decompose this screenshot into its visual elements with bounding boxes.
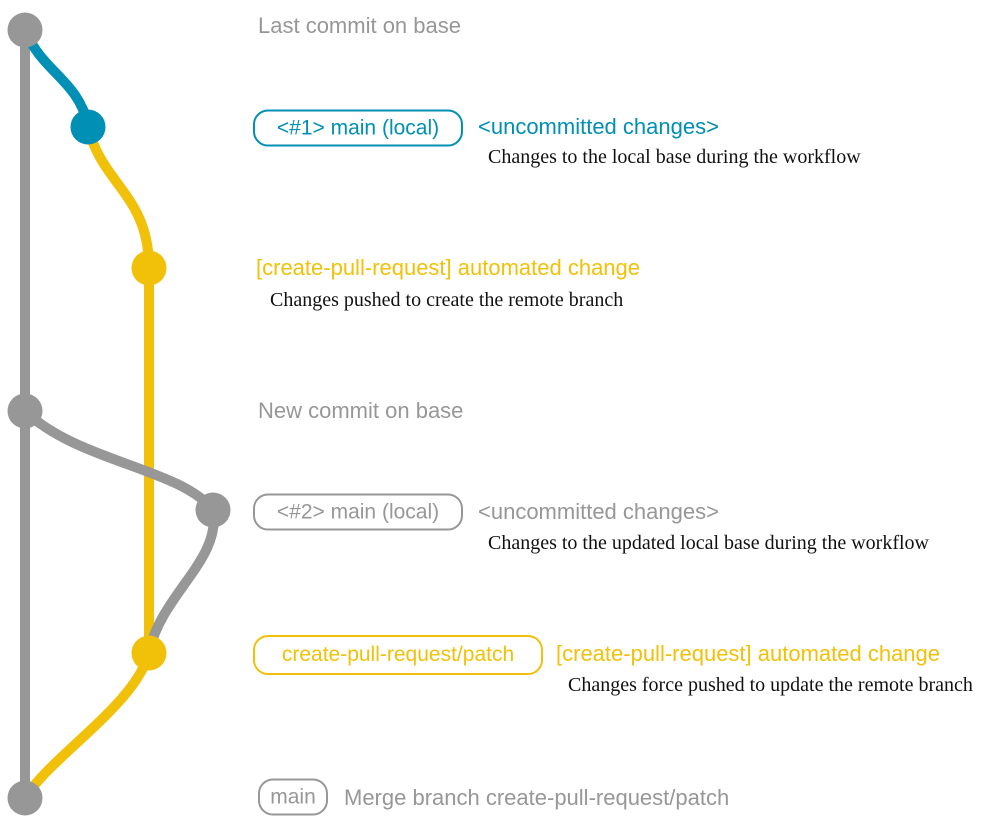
commit-dot-merge xyxy=(7,780,43,816)
branch-tag-main-local-1-label: <#1> main (local) xyxy=(276,116,440,139)
branch-tag-create-pull-request-patch-label: create-pull-request/patch xyxy=(281,643,515,666)
branch-tag-main-label: main xyxy=(270,785,316,808)
commit-dot-automated-change xyxy=(131,250,167,286)
annotation-automated-change-force-push: Changes force pushed to update the remot… xyxy=(568,674,973,696)
patch-branch-curve-1 xyxy=(83,122,154,273)
commit-message-automated-change: [create-pull-request] automated change xyxy=(256,254,641,280)
commit-dot-new-commit-on-base xyxy=(7,393,43,429)
rebase-curve-2 xyxy=(144,505,219,658)
rebase-curve-1 xyxy=(20,406,218,515)
commit-dot-main-local-1 xyxy=(70,109,106,145)
branch-tag-create-pull-request-patch: create-pull-request/patch xyxy=(253,635,543,675)
branch-tag-main-local-2-label: <#2> main (local) xyxy=(276,500,440,523)
commit-dot-automated-change-force-push xyxy=(131,635,167,671)
branch-tag-main-local-1: <#1> main (local) xyxy=(253,109,463,147)
branch-tag-main: main xyxy=(258,778,328,816)
commit-dot-main-local-2 xyxy=(195,492,231,528)
commit-message-main-local-1: <uncommitted changes> xyxy=(478,113,719,139)
annotation-main-local-1: Changes to the local base during the wor… xyxy=(488,146,861,168)
commit-dot-last-commit-on-base xyxy=(7,12,43,48)
commit-message-merge: Merge branch create-pull-request/patch xyxy=(344,784,730,810)
annotation-main-local-2: Changes to the updated local base during… xyxy=(488,532,929,554)
annotation-automated-change: Changes pushed to create the remote bran… xyxy=(270,289,624,311)
commit-message-automated-change-force-push: [create-pull-request] automated change xyxy=(556,640,941,666)
commit-message-last-commit-on-base: Last commit on base xyxy=(258,12,461,38)
commit-message-new-commit-on-base: New commit on base xyxy=(258,397,464,423)
branch-tag-main-local-2: <#2> main (local) xyxy=(253,493,463,531)
commit-message-main-local-2: <uncommitted changes> xyxy=(478,498,719,524)
patch-merge-curve xyxy=(20,648,154,803)
